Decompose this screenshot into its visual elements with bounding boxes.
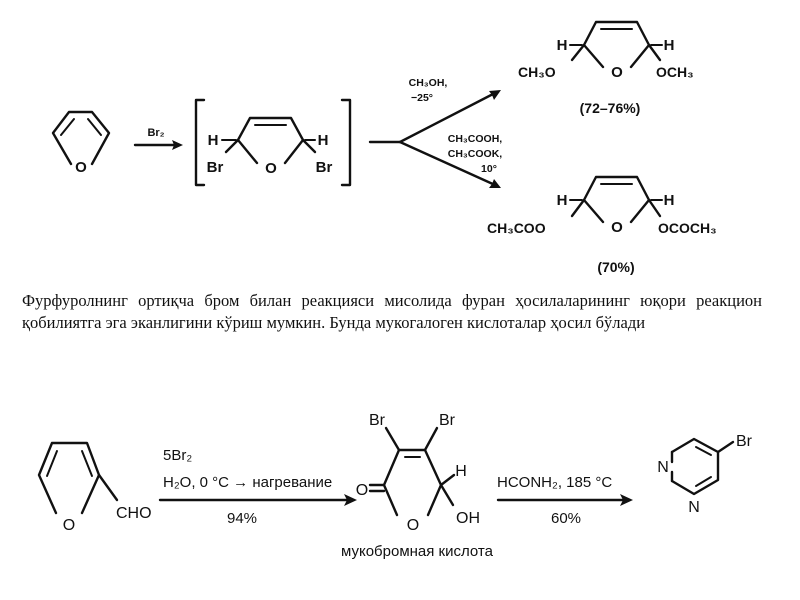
branch-down: [398, 140, 497, 187]
muco-oh-label: OH: [456, 510, 480, 527]
intermediate-h-right: H: [318, 132, 329, 149]
furfural-double-bond-right: [81, 450, 93, 477]
step2-yield: 60%: [551, 510, 581, 527]
step1-conditions: H₂O, 0 °C → нагревание: [163, 474, 332, 491]
dibromide-intermediate: H H Br Br O: [207, 116, 333, 177]
lower-condition-line2: CH₃COOK,: [448, 148, 503, 160]
intermediate-oxygen-label: O: [265, 160, 277, 177]
muco-h-label: H: [455, 463, 467, 480]
branch-up: [398, 91, 497, 144]
intermediate-br-right: Br: [316, 159, 333, 176]
muco-carbonyl-oxygen: O: [356, 482, 368, 499]
bond-c-br-left-muco: [384, 426, 401, 452]
mucobromic-acid-structure: Br Br H O O OH мукобромная кислота: [341, 412, 494, 560]
pyrimidine-n-top: N: [657, 459, 669, 476]
bottom-product-left-group: CH₃COO: [487, 220, 546, 236]
reaction-arrow-step1: 5Br₂ H₂O, 0 °C → нагревание 94%: [158, 447, 357, 527]
top-product-yield: (72–76%): [580, 100, 641, 116]
top-product-h-right: H: [664, 37, 675, 54]
bond-c-oh-muco: [439, 483, 455, 507]
muco-br-left: Br: [369, 412, 386, 429]
step2-reagent: HCONH₂, 185 °C: [497, 474, 612, 491]
body-paragraph: Фурфуролнинг ортиқча бром билан реакцияс…: [22, 291, 762, 332]
pyrimidine-double-bond-2: [695, 476, 712, 487]
bond-c-br-right: [301, 138, 317, 154]
bromopyrimidine-structure: N N Br: [657, 433, 752, 516]
furfural-c-cho-bond: [97, 473, 119, 502]
top-product-right-group: OCH₃: [656, 64, 694, 80]
intermediate-h-left: H: [208, 132, 219, 149]
top-product-h-left: H: [557, 37, 568, 54]
bond-c-br-left: [224, 138, 240, 154]
pyrimidine-double-bond-1: [695, 446, 712, 456]
bottom-product-oxygen-label: O: [611, 219, 623, 236]
furfural-structure: O CHO: [37, 441, 152, 534]
reaction-arrow-br2: Br₂: [133, 127, 183, 150]
furan-ring-bonds: [51, 110, 111, 166]
furan-oxygen-label: O: [75, 159, 87, 176]
intermediate-br-left: Br: [207, 159, 224, 176]
furfural-double-bond-left: [46, 450, 58, 477]
branch-down-head: [489, 179, 501, 188]
product-diacetoxy: H H CH₃COO OCOCH₃ O (70%): [487, 175, 717, 275]
upper-condition-line2: −25°: [411, 92, 433, 104]
muco-ring-oxygen: O: [407, 517, 419, 534]
bond-c-ococh3-right: [647, 198, 662, 218]
top-product-oxygen-label: O: [611, 64, 623, 81]
bond-c-ococh3-left: [570, 198, 586, 218]
furan-double-bond-right: [87, 118, 102, 136]
bond-c-och3-left: [570, 43, 586, 62]
pyrimidine-br-label: Br: [736, 433, 753, 450]
furfural-ring-bonds: [37, 441, 101, 515]
bottom-product-h-left: H: [557, 192, 568, 209]
reaction-arrow-step2: HCONH₂, 185 °C 60%: [496, 474, 633, 527]
top-product-left-group: CH₃O: [518, 64, 556, 80]
furan-structure: O: [51, 110, 111, 176]
muco-ring-bonds: [382, 448, 443, 517]
top-product-ring-bonds: [582, 20, 651, 69]
bottom-product-h-right: H: [664, 192, 675, 209]
reagent-br2-label: Br₂: [147, 127, 164, 139]
intermediate-ring-bonds: [236, 116, 305, 165]
pyrimidine-partial-ring: [670, 437, 720, 496]
step1-arrow-head: [344, 494, 357, 506]
lower-condition-line1: CH₃COOH,: [448, 133, 503, 145]
step2-arrow-head: [620, 494, 633, 506]
branching-arrows: CH₃OH, −25° CH₃COOH, CH₃COOK, 10°: [368, 77, 503, 188]
left-bracket: [194, 98, 206, 187]
bond-c-br-right-muco: [423, 426, 439, 452]
right-bracket: [340, 98, 352, 187]
scheme-furan-bromination: O Br₂ H H Br Br O: [51, 20, 717, 275]
furan-double-bond-left: [60, 118, 75, 136]
bond-c-och3-right: [647, 43, 662, 62]
branch-up-head: [489, 90, 501, 100]
bottom-product-ring-bonds: [582, 175, 651, 224]
muco-compound-name: мукобромная кислота: [341, 543, 494, 560]
upper-condition-line1: CH₃OH,: [409, 77, 448, 89]
bottom-product-yield: (70%): [597, 259, 634, 275]
bottom-product-right-group: OCOCH₃: [658, 220, 717, 236]
furfural-cho-label: CHO: [116, 505, 152, 522]
lower-condition-line3: 10°: [481, 163, 497, 175]
furfural-oxygen-label: O: [63, 517, 75, 534]
pyrimidine-n-bottom: N: [688, 499, 700, 516]
arrow-head: [172, 140, 183, 150]
pyrimidine-c-br-bond: [716, 440, 735, 454]
bond-c-h-muco: [439, 473, 456, 487]
step1-reagent: 5Br₂: [163, 447, 192, 464]
muco-br-right: Br: [439, 412, 456, 429]
product-dimethoxy: H H CH₃O OCH₃ O (72–76%): [518, 20, 694, 116]
step1-yield: 94%: [227, 510, 257, 527]
